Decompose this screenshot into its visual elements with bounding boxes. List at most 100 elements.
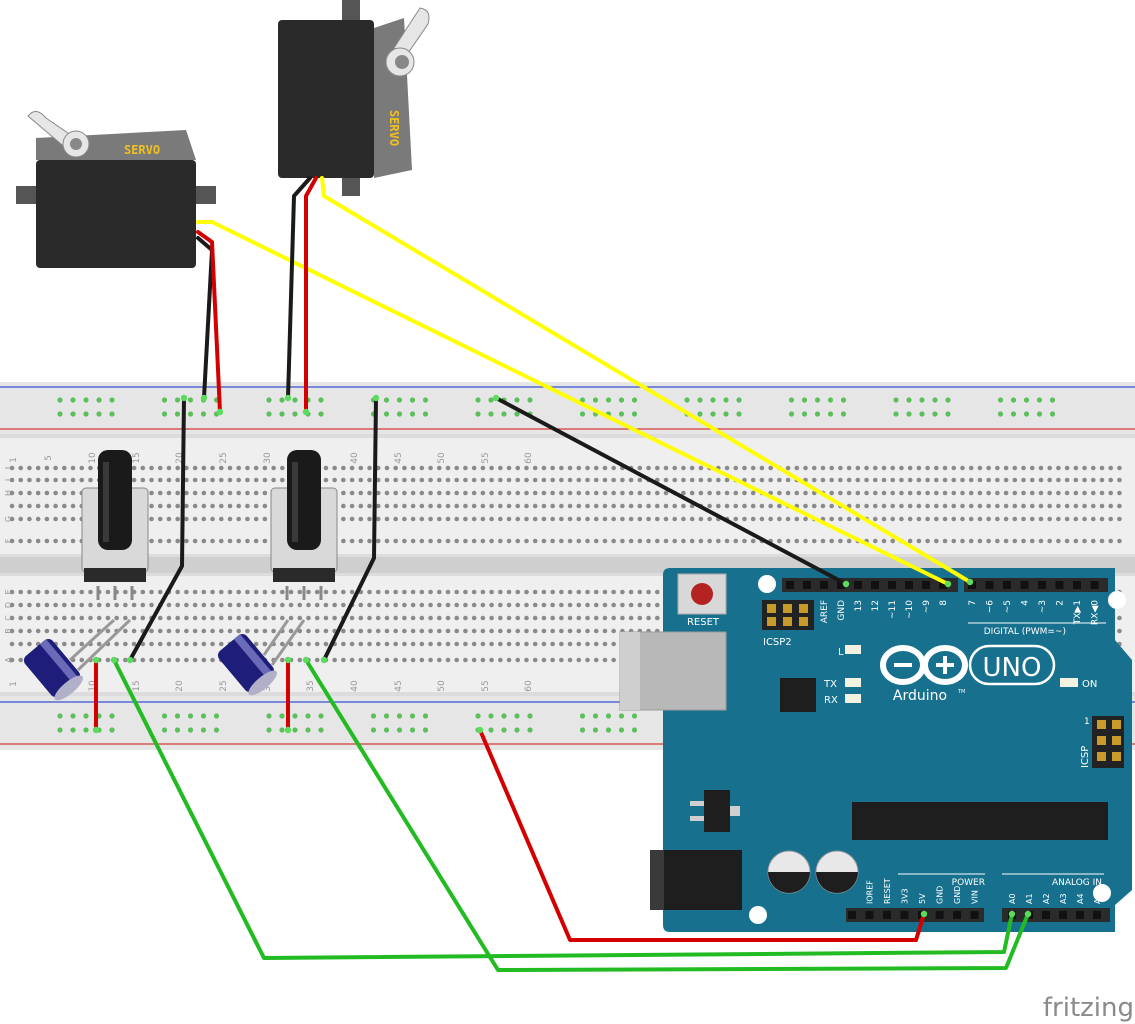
breadboard-hole <box>899 503 904 509</box>
breadboard-hole <box>35 602 41 608</box>
breadboard-hole <box>646 516 651 522</box>
digital-pin-label: GND <box>837 600 847 621</box>
breadboard-hole <box>471 538 477 544</box>
header-pin <box>968 581 976 589</box>
rail-hole <box>422 727 429 733</box>
analog-header-pin <box>1093 911 1101 919</box>
power-pin-label: 5V <box>918 893 927 904</box>
breadboard-hole <box>515 477 521 483</box>
power-label: POWER <box>952 878 985 888</box>
mounting-hole <box>749 906 767 924</box>
breadboard-hole <box>375 615 381 621</box>
breadboard-hole <box>524 490 529 496</box>
breadboard-hole <box>314 628 320 634</box>
breadboard-hole <box>454 516 460 522</box>
breadboard-hole <box>79 657 85 663</box>
row-letter: A <box>4 657 13 663</box>
digital-pin-label: TX▶1 <box>1073 600 1083 625</box>
rail-hole <box>109 727 115 733</box>
breadboard-hole <box>593 602 599 608</box>
breadboard-hole <box>245 516 250 522</box>
wire-endpoint <box>284 726 292 734</box>
icsp-pin <box>1097 752 1106 761</box>
breadboard-hole <box>524 641 529 647</box>
breadboard-hole <box>79 589 85 595</box>
breadboard-hole <box>559 628 564 634</box>
breadboard-hole <box>559 465 564 471</box>
rail-hole <box>932 397 938 403</box>
breadboard-hole <box>506 465 512 471</box>
breadboard-hole <box>515 490 521 496</box>
breadboard-hole <box>53 589 58 595</box>
analog-header-pin <box>1042 911 1050 919</box>
breadboard-hole <box>550 628 555 634</box>
rail-hole <box>527 397 533 403</box>
breadboard-hole <box>70 641 76 647</box>
breadboard-hole <box>384 490 390 496</box>
breadboard-hole <box>123 589 128 595</box>
breadboard-hole <box>253 589 259 595</box>
breadboard-hole <box>445 602 451 608</box>
breadboard-hole <box>515 615 521 621</box>
breadboard-hole <box>227 477 233 483</box>
breadboard-hole <box>1099 465 1105 471</box>
breadboard-hole <box>18 538 24 544</box>
digital-pin-label: AREF <box>820 600 830 623</box>
breadboard-hole <box>227 516 233 522</box>
breadboard-hole <box>977 516 983 522</box>
breadboard-hole <box>1108 516 1114 522</box>
rail-hole <box>292 411 298 417</box>
breadboard-hole <box>1082 503 1087 509</box>
icsp2-pin <box>799 604 808 613</box>
breadboard-hole <box>846 516 852 522</box>
breadboard-hole <box>79 615 85 621</box>
breadboard-hole <box>576 516 582 522</box>
reset-button-cap[interactable] <box>691 583 713 605</box>
rail-hole <box>109 397 115 403</box>
breadboard-hole <box>689 477 695 483</box>
led-tx-label: TX <box>823 679 837 690</box>
breadboard-hole <box>1038 516 1044 522</box>
breadboard-hole <box>611 641 616 647</box>
breadboard-hole <box>410 615 416 621</box>
breadboard-hole <box>986 477 991 483</box>
breadboard-hole <box>463 538 468 544</box>
breadboard-hole <box>498 490 503 496</box>
breadboard-hole <box>192 628 198 634</box>
breadboard-hole <box>550 589 555 595</box>
breadboard-hole <box>236 490 242 496</box>
pot-1-base <box>84 568 146 582</box>
breadboard-hole <box>280 657 285 663</box>
breadboard-hole <box>777 503 782 509</box>
breadboard-hole <box>471 516 477 522</box>
breadboard-hole <box>724 503 730 509</box>
breadboard-hole <box>166 477 172 483</box>
breadboard-hole <box>280 615 285 621</box>
digital-pin-label: 8 <box>939 600 949 606</box>
breadboard-hole <box>1029 490 1035 496</box>
breadboard-hole <box>1029 503 1035 509</box>
breadboard-hole <box>1117 516 1122 522</box>
breadboard-hole <box>428 589 433 595</box>
breadboard-hole <box>872 503 878 509</box>
breadboard-hole <box>567 477 573 483</box>
wire-servo-top-ground <box>286 176 312 400</box>
breadboard-hole <box>480 641 486 647</box>
regulator-tab <box>730 806 740 816</box>
breadboard-hole <box>541 465 547 471</box>
digital-pin-label: 2 <box>1056 600 1066 606</box>
rail-hole <box>710 411 716 417</box>
rail-hole <box>488 411 494 417</box>
breadboard-hole <box>436 615 442 621</box>
breadboard-hole <box>245 602 250 608</box>
breadboard-hole <box>262 503 268 509</box>
breadboard-hole <box>1038 477 1044 483</box>
breadboard-hole <box>637 516 643 522</box>
breadboard-hole <box>419 503 425 509</box>
breadboard-hole <box>524 538 529 544</box>
breadboard-hole <box>593 657 599 663</box>
breadboard-hole <box>393 589 398 595</box>
digital-pin-label: ~11 <box>888 600 898 619</box>
breadboard-hole <box>184 628 189 634</box>
breadboard-hole <box>384 589 390 595</box>
